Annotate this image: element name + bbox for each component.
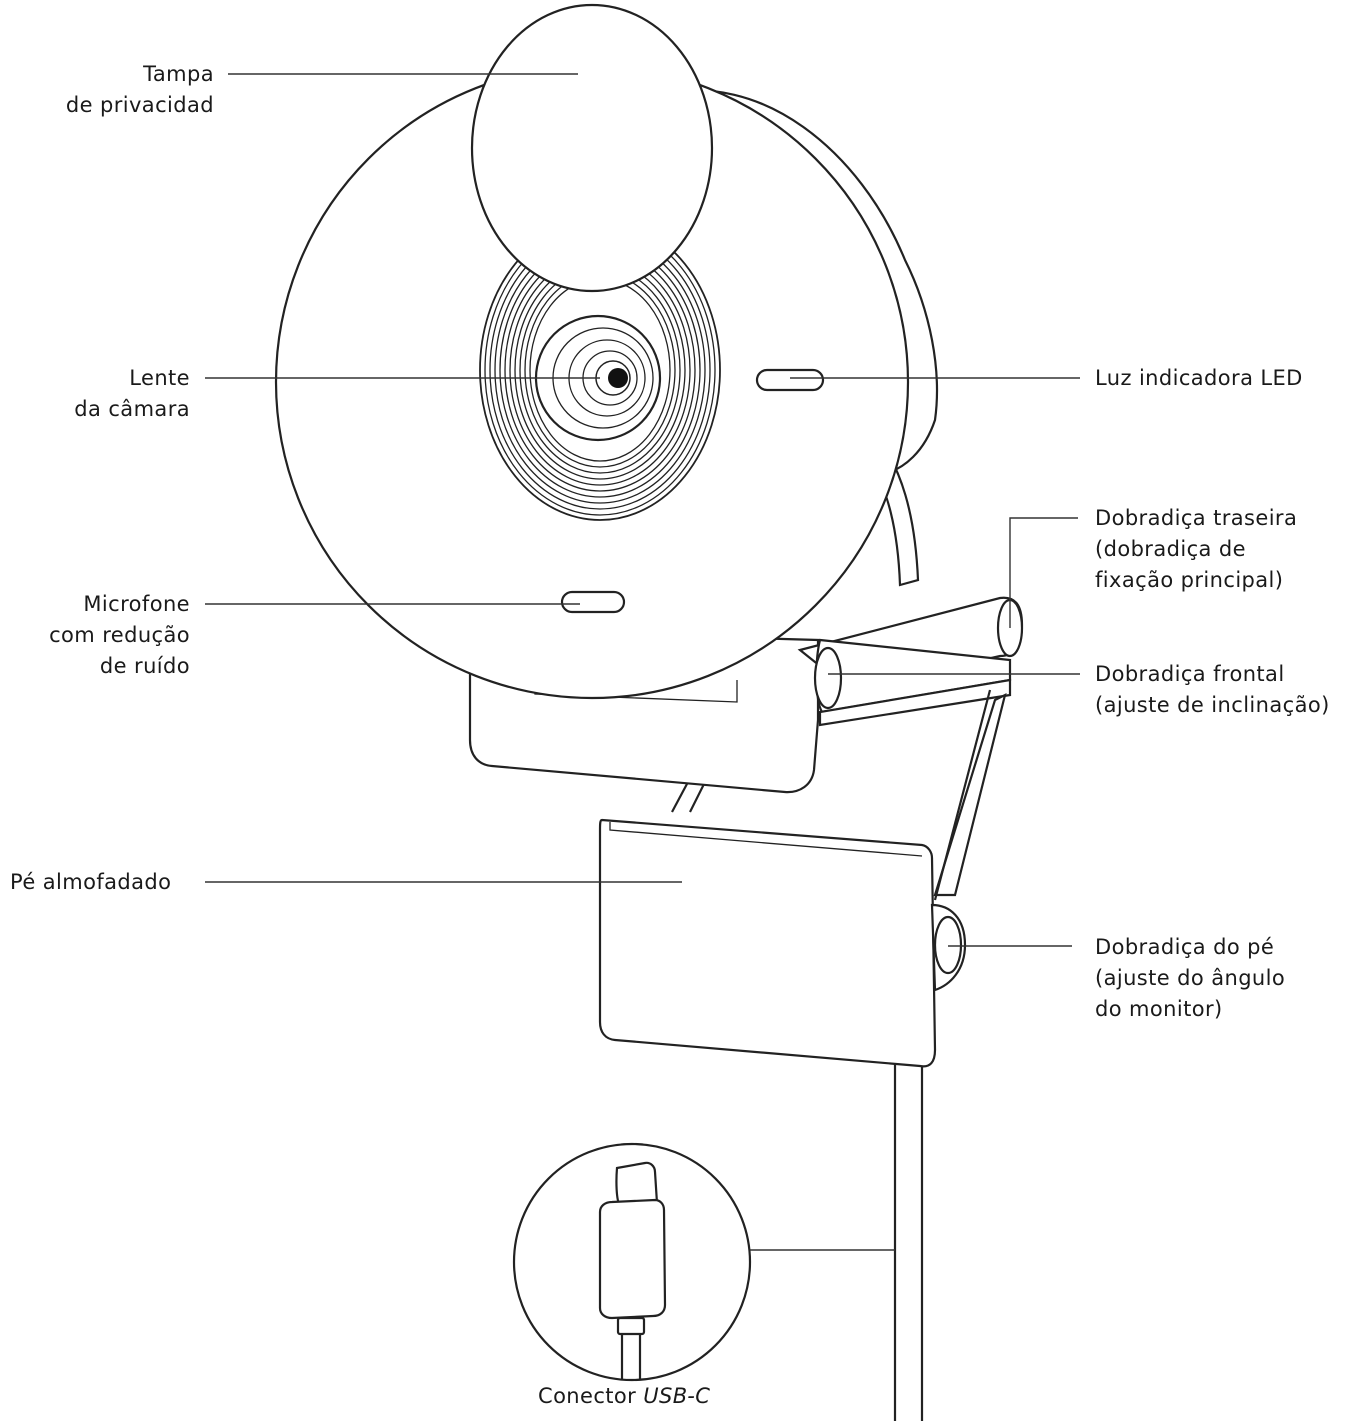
label-foot-hinge: Dobradiça do pé (ajuste do ângulo do mon… <box>1095 935 1286 1021</box>
label-camera-lens: Lente da câmara <box>74 366 190 421</box>
label-privacy-cover: Tampa de privacidad <box>65 62 214 117</box>
label-led-light: Luz indicadora LED <box>1095 366 1303 390</box>
label-rear-hinge: Dobradiça traseira (dobradiça de fixação… <box>1095 506 1298 592</box>
hinge-bracket <box>797 596 1024 901</box>
led-indicator <box>755 368 825 392</box>
leader-rear-hinge <box>1009 517 1078 628</box>
label-cushioned-foot: Pé almofadado <box>10 870 172 894</box>
usb-cable <box>671 781 924 1421</box>
label-front-hinge: Dobradiça frontal (ajuste de inclinação) <box>1095 662 1330 717</box>
label-microphone: Microfone com redução de ruído <box>49 592 190 678</box>
usb-c-inset <box>512 1142 752 1382</box>
microphone-slot <box>560 590 626 614</box>
leader-lines <box>205 73 1080 1251</box>
label-usb-connector: Conector USB-C <box>538 1384 711 1408</box>
cushioned-foot <box>598 818 967 1068</box>
privacy-cover <box>470 3 714 293</box>
